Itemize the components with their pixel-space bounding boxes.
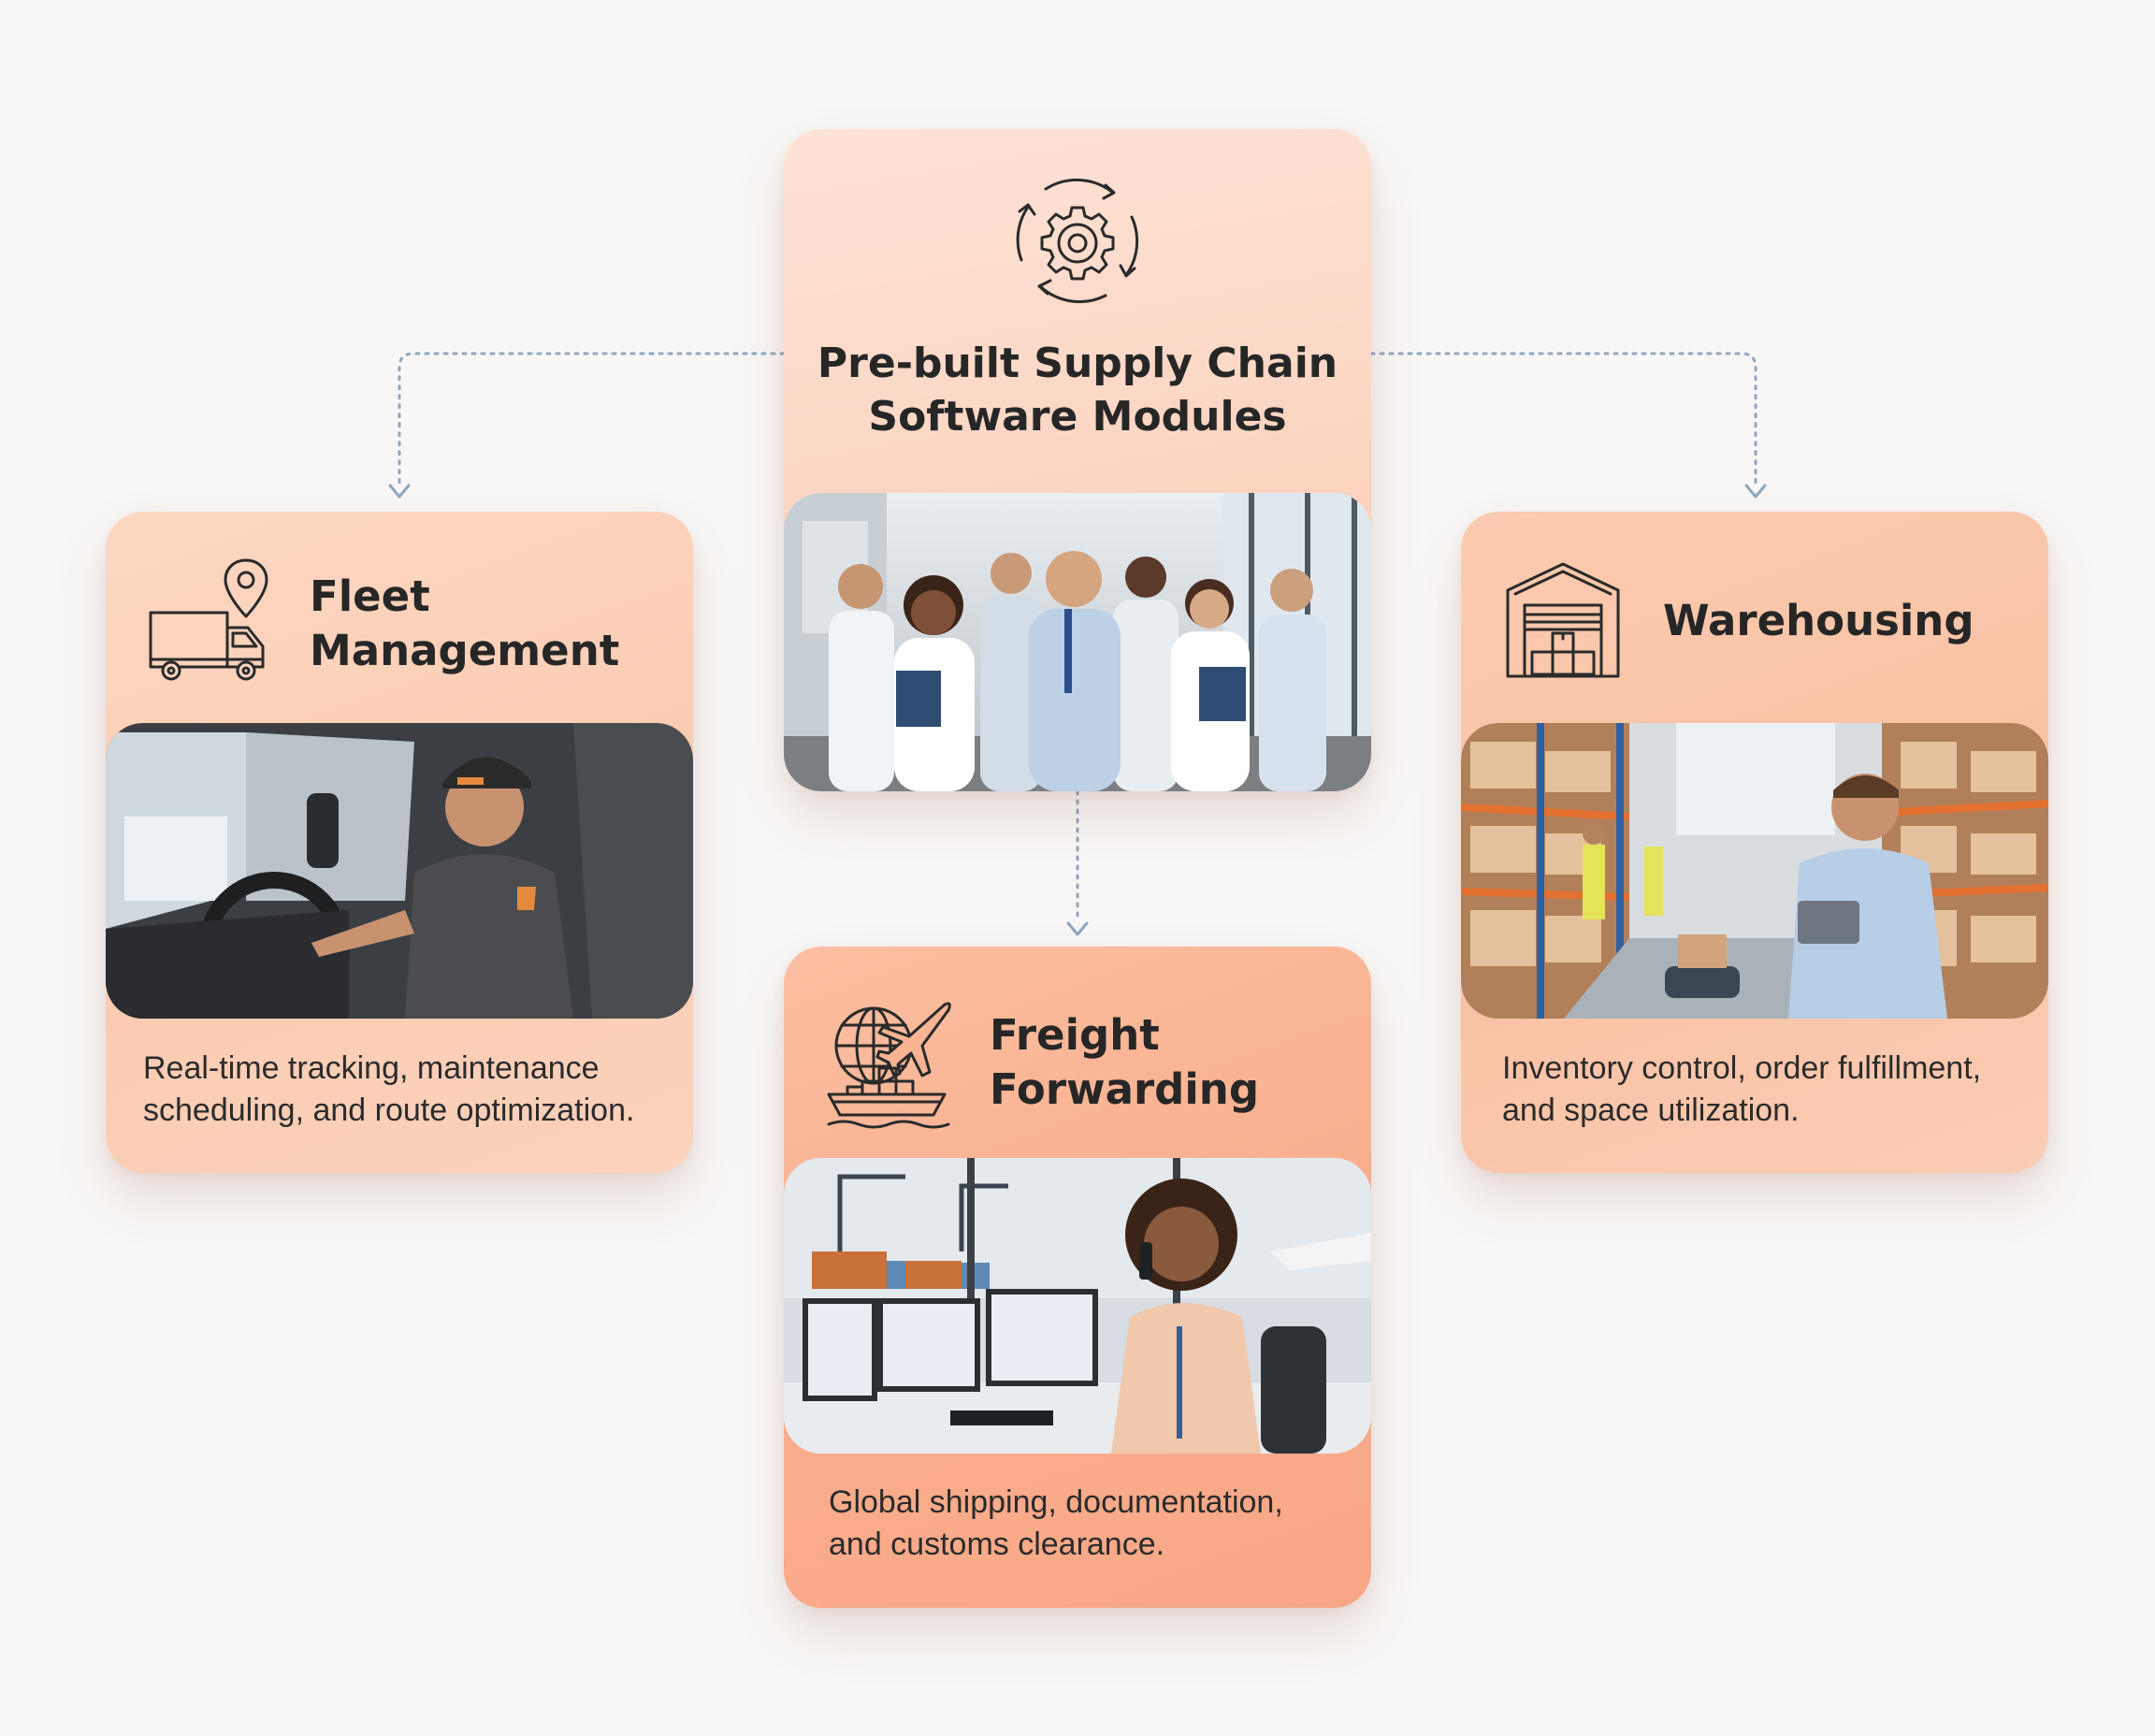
arrowhead-fleet bbox=[388, 484, 411, 499]
connector-to-warehousing bbox=[1369, 352, 1757, 486]
central-module-card: Pre-built Supply Chain Software Modules bbox=[784, 129, 1371, 791]
warehousing-description: Inventory control, order fulfillment, an… bbox=[1502, 1048, 1981, 1132]
freight-desc-line-1: Global shipping, documentation, bbox=[829, 1484, 1283, 1520]
warehouse-aisle-photo bbox=[1461, 723, 2048, 1019]
freight-desc-line-2: and customs clearance. bbox=[829, 1526, 1165, 1562]
fleet-title-line-1: Fleet bbox=[310, 571, 430, 621]
freight-description: Global shipping, documentation, and cust… bbox=[829, 1482, 1283, 1566]
central-title: Pre-built Supply Chain Software Modules bbox=[784, 337, 1371, 443]
fleet-management-card: Fleet Management bbox=[106, 512, 693, 1173]
arrowhead-warehousing bbox=[1744, 484, 1767, 499]
freight-title-line-1: Freight bbox=[990, 1010, 1160, 1060]
warehousing-title-line-1: Warehousing bbox=[1663, 596, 1974, 645]
arrowhead-freight bbox=[1066, 921, 1089, 936]
freight-title: Freight Forwarding bbox=[990, 1008, 1259, 1117]
warehouse-icon bbox=[1502, 558, 1624, 680]
team-of-professionals-photo bbox=[784, 493, 1371, 791]
truck-driver-photo bbox=[106, 723, 693, 1019]
globe-plane-ship-icon bbox=[825, 999, 956, 1130]
gear-cycle-icon bbox=[1008, 170, 1147, 309]
fleet-description: Real-time tracking, maintenance scheduli… bbox=[143, 1048, 634, 1132]
central-title-line-2: Software Modules bbox=[868, 393, 1287, 441]
fleet-desc-line-1: Real-time tracking, maintenance bbox=[143, 1050, 600, 1086]
fleet-desc-line-2: scheduling, and route optimization. bbox=[143, 1092, 635, 1128]
warehousing-title: Warehousing bbox=[1663, 594, 1974, 648]
warehousing-card: Warehousing bbox=[1461, 512, 2048, 1173]
freight-agent-photo bbox=[784, 1158, 1371, 1454]
delivery-truck-location-icon bbox=[147, 557, 274, 682]
fleet-title-line-2: Management bbox=[310, 626, 620, 675]
freight-title-line-2: Forwarding bbox=[990, 1064, 1260, 1114]
freight-forwarding-card: Freight Forwarding bbox=[784, 947, 1371, 1608]
warehousing-desc-line-1: Inventory control, order fulfillment, bbox=[1502, 1050, 1982, 1086]
fleet-title: Fleet Management bbox=[310, 570, 619, 678]
central-title-line-1: Pre-built Supply Chain bbox=[817, 340, 1338, 387]
warehousing-desc-line-2: and space utilization. bbox=[1502, 1092, 1800, 1128]
connector-to-fleet bbox=[398, 352, 786, 486]
